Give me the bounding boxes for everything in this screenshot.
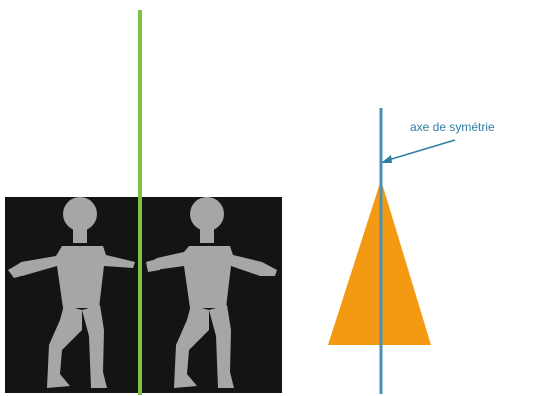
triangle-symmetry-panel: axe de symétrie xyxy=(328,108,495,394)
arrow-icon xyxy=(381,140,455,163)
axis-of-symmetry-label: axe de symétrie xyxy=(410,120,495,134)
symmetry-figures-panel xyxy=(5,10,282,395)
figure-panel-background xyxy=(5,197,282,393)
